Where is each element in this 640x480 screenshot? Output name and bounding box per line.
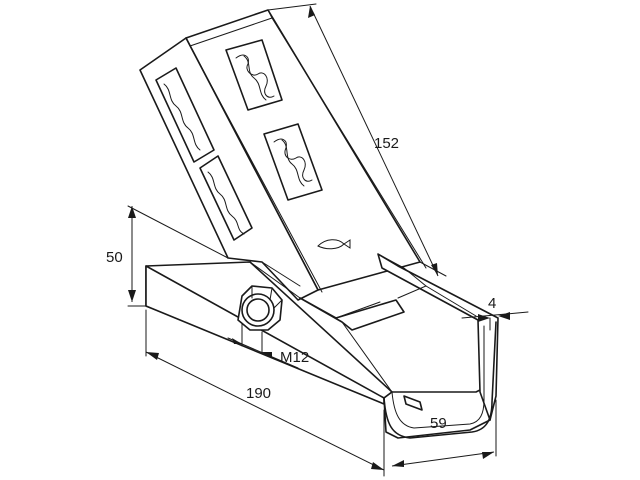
inclined-slotted-plate (139, 9, 427, 301)
slot-upper-left (155, 67, 215, 163)
slot-middle-right (263, 123, 323, 201)
dimension-4-label: 4 (488, 295, 496, 312)
slot-upper-right (225, 39, 283, 111)
slot-lower-left (199, 155, 253, 241)
dimension-152-label: 152 (374, 135, 399, 152)
dimension-m12-label: M12 (280, 349, 309, 366)
bolt-nut-m12 (237, 285, 283, 331)
dimension-50: 50 (106, 205, 229, 307)
base-u-channel (145, 253, 499, 439)
dimension-59: 59 (391, 399, 497, 467)
dimension-59-label: 59 (430, 415, 447, 432)
dimension-4: 4 (461, 295, 529, 331)
dimension-50-label: 50 (106, 249, 123, 266)
dimension-m12: M12 (227, 323, 309, 369)
dimension-190: 190 (145, 309, 385, 477)
dimension-190-label: 190 (246, 385, 271, 402)
dimension-152: 152 (267, 3, 447, 277)
fish-mark-icon (317, 239, 351, 250)
